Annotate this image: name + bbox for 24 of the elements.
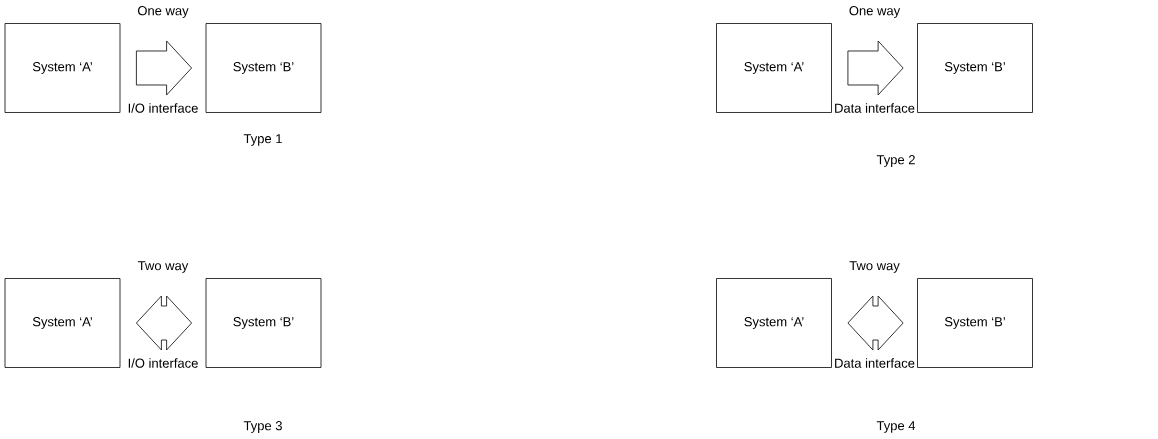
system-box: System ‘B’ [917,23,1033,113]
system-box: System ‘B’ [205,23,322,113]
block-arrow [136,40,192,96]
caption-text: I/O interface [128,358,198,368]
system-box: System ‘A’ [716,278,832,368]
system-box: System ‘B’ [205,278,322,368]
caption-text: Type 3 [243,421,282,433]
system-box: System ‘B’ [917,278,1033,368]
system-box: System ‘A’ [716,23,832,113]
system-box: System ‘A’ [4,23,121,113]
block-arrow [847,295,904,351]
caption-text: Type 4 [876,421,916,433]
caption-text: I/O interface [128,103,198,113]
edge-label: One way [849,6,901,18]
edge-label: One way [137,6,189,18]
caption-text: Data interface [835,358,915,368]
block-arrow [136,295,192,351]
system-box: System ‘A’ [4,278,121,368]
block-arrow [847,40,904,96]
caption-text: Data interface [835,103,915,113]
edge-label: Two way [138,261,189,273]
caption-text: Type 2 [876,155,915,167]
edge-label: Two way [849,261,900,273]
caption-text: Type 1 [243,134,282,146]
